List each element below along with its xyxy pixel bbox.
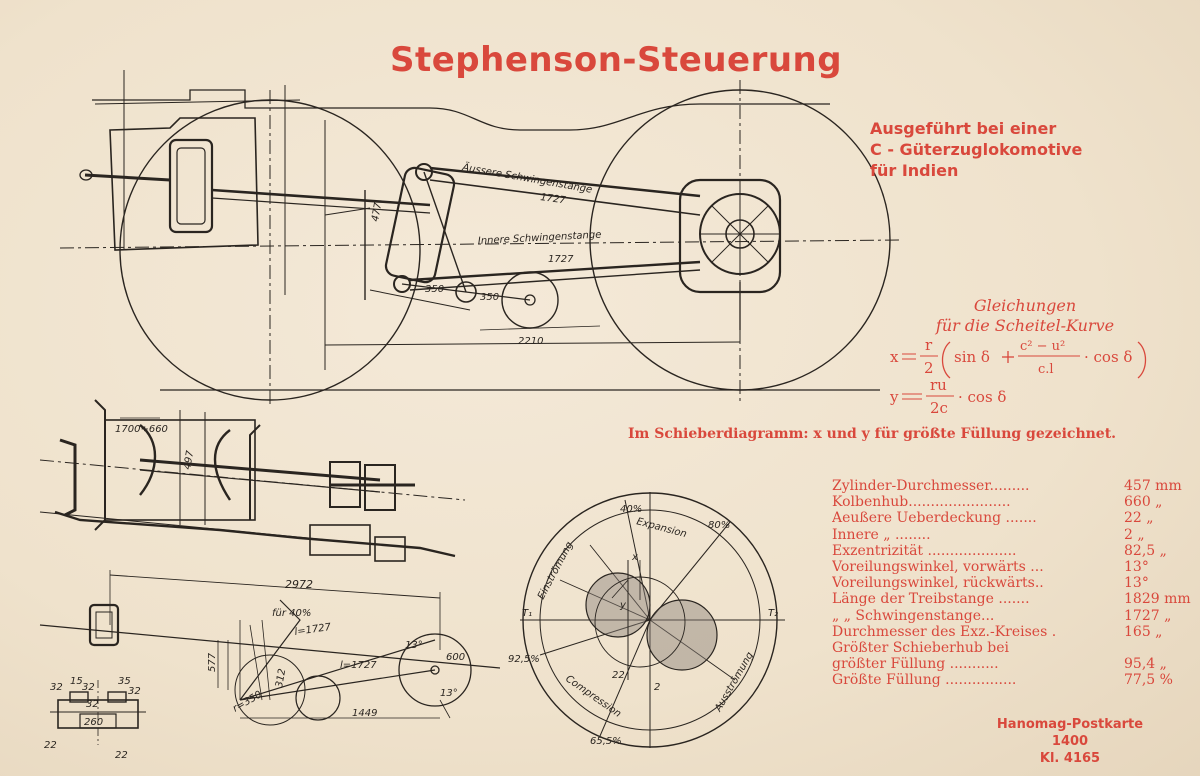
label-32-d: 32 [128,686,141,697]
label-y-mark: y [619,600,627,611]
subtitle-line-3: für Indien [870,161,959,180]
label-65-5-percent: 65,5% [590,736,622,747]
footer-number: 1400 [1051,734,1089,749]
cross-section-drawing [50,680,146,745]
schieber-note: Im Schieberdiagramm: x und y für größte … [628,426,1117,442]
label-15: 15 [70,676,83,687]
spec-row: Durchmesser des Exz.-Kreises .165 „ [832,623,1163,640]
geometry-diagram [39,570,501,726]
page-title: Stephenson-Steuerung [390,40,843,80]
label-fuer-40: für 40% [272,608,311,619]
label-577: 577 [207,652,218,672]
eq-x-frac-num: c² − u² [1020,339,1065,354]
label-92-5-percent: 92,5% [508,654,540,665]
label-32-a: 32 [50,682,63,693]
eq-y-cos: · cos δ [958,388,1006,406]
label-312: 312 [274,668,288,689]
label-13-b: 13° [440,688,458,699]
label-350-a: 350 [425,284,444,295]
valve-diagram [520,492,785,748]
equations-heading-line-2: für die Scheitel-Kurve [935,316,1115,335]
label-32-b: 32 [82,682,95,693]
subtitle-block: Ausgeführt bei einer C - Güterzuglokomot… [870,118,1082,181]
label-40-percent: 40% [620,504,642,515]
label-350-b: 350 [480,292,499,303]
eq-y-frac-den: 2c [930,399,948,417]
eq-x-lhs: x [890,348,899,366]
label-1449: 1449 [352,708,377,719]
label-2: 2 [654,682,660,693]
spec-row: größter Füllung ...........95,4 „ [832,656,1167,673]
spec-row: Aeußere Ueberdeckung .......22 „ [832,510,1154,527]
label-477: 477 [370,201,384,222]
spec-table: Zylinder-Durchmesser.........457 mm Kolb… [832,478,1191,689]
label-t1: T₁ [522,608,532,619]
label-1727-outer: 1727 [540,192,567,207]
spec-row: Länge der Treibstange .......1829 mm [832,591,1191,608]
label-1727-inner: 1727 [548,254,574,265]
label-22-a: 22 [44,740,57,751]
eq-x-factor-den: 2 [924,359,934,377]
label-35: 35 [118,676,131,687]
label-32-c: 32 [86,699,99,710]
label-1700-660: 1700÷660 [115,424,168,435]
label-13-a: 13° [405,640,423,651]
spec-row: Kolbenhub.......................660 „ [832,494,1163,511]
label-497: 497 [182,449,196,470]
eq-x-sin: sin δ [954,348,990,366]
label-l-1727-b: l=1727 [340,660,377,671]
eq-y-frac-num: ru [930,376,947,394]
eq-x-factor-num: r [925,336,933,354]
footer-class: Kl. 4165 [1039,751,1101,766]
eq-x-cos: · cos δ [1084,348,1132,366]
label-2972: 2972 [285,578,313,591]
eq-y-lhs: y [889,388,899,406]
subtitle-line-1: Ausgeführt bei einer [870,119,1057,138]
spec-row: Größter Schieberhub bei [832,640,1010,657]
spec-row: Größte Füllung ................77,5 % [832,672,1173,689]
eq-x-frac-den: c.l [1038,362,1054,377]
label-t2: T₂ [768,608,778,619]
spec-row: Voreilungswinkel, vorwärts ...13° [832,559,1149,576]
equations-heading: Gleichungen für die Scheitel-Kurve [910,296,1140,336]
label-l-1727-a: l=1727 [294,622,332,638]
label-2210: 2210 [518,336,543,347]
spec-row: Exzentrizität ....................82,5 „ [832,542,1167,559]
label-22-b: 22 [115,750,128,761]
equations-heading-line-1: Gleichungen [973,296,1077,315]
spec-row: Voreilungswinkel, rückwärts..13° [832,575,1149,592]
footer-block: Hanomag-Postkarte 1400 Kl. 4165 [955,716,1185,767]
subtitle-line-2: C - Güterzuglokomotive [870,140,1083,159]
side-view-drawing [59,70,901,405]
spec-row: Innere „ ........2 „ [832,526,1145,543]
label-600: 600 [446,652,465,663]
footer-publisher: Hanomag-Postkarte [996,717,1144,732]
label-80-percent: 80% [708,520,730,531]
label-x-mark: x [631,552,638,563]
spec-row: Zylinder-Durchmesser.........457 mm [832,478,1182,494]
label-22-c: 22 [612,670,625,681]
label-260: 260 [84,717,103,728]
spec-row: „ „ Schwingenstange...1727 „ [832,607,1172,624]
plan-view-drawing [39,399,466,562]
